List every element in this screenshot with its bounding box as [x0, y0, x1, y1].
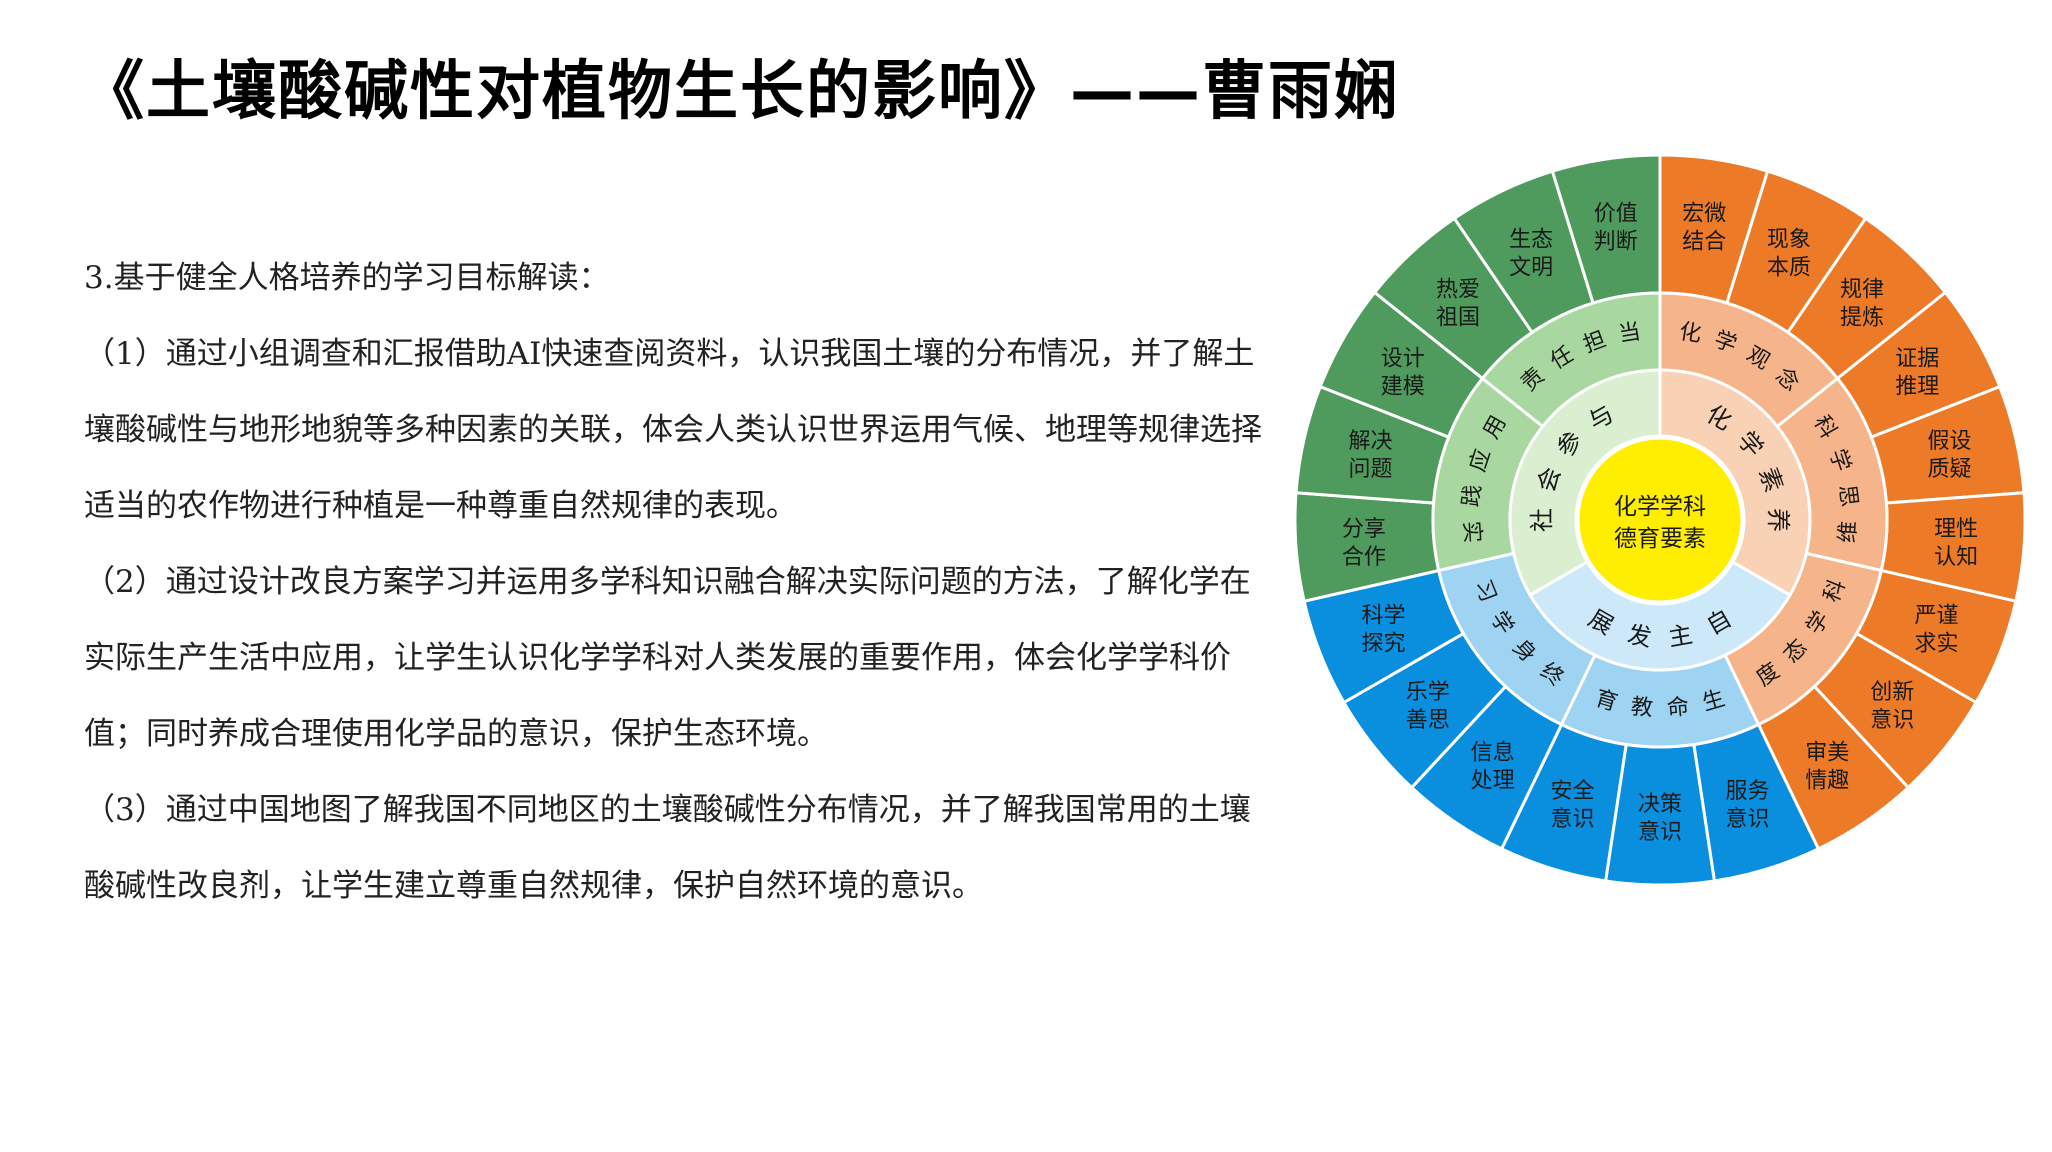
- center-circle: [1576, 436, 1744, 604]
- outer-segment-label: 建模: [1381, 375, 1425, 400]
- outer-segment-label: 提炼: [1840, 305, 1884, 330]
- outer-segment-label: 处理: [1471, 768, 1515, 793]
- outer-segment-label: 热爱: [1436, 277, 1480, 302]
- middle-segment-char: 教: [1630, 695, 1654, 722]
- outer-segment-label: 意识: [1638, 820, 1682, 845]
- objective-item-3: （3）通过中国地图了解我国不同地区的土壤酸碱性分布情况，并了解我国常用的土壤酸碱…: [84, 792, 1251, 904]
- outer-segment-label: 决策: [1638, 792, 1682, 817]
- objective-item-2: （2）通过设计改良方案学习并运用多学科知识融合解决实际问题的方法，了解化学在实际…: [84, 564, 1251, 752]
- outer-segment-label: 安全: [1550, 779, 1594, 804]
- learning-objectives: 3.基于健全人格培养的学习目标解读： （1）通过小组调查和汇报借助AI快速查阅资…: [84, 240, 1274, 924]
- middle-segment-char: 当: [1617, 319, 1643, 347]
- outer-segment-label: 探究: [1362, 632, 1406, 657]
- outer-segment-label: 善思: [1406, 708, 1450, 733]
- outer-segment-label: 创新: [1870, 680, 1914, 705]
- outer-segment-label: 生态: [1509, 227, 1553, 252]
- outer-segment-label: 服务: [1726, 779, 1770, 804]
- middle-segment-char: 思: [1834, 483, 1862, 508]
- outer-segment-label: 解决: [1348, 429, 1392, 454]
- outer-segment-label: 本质: [1767, 255, 1811, 280]
- outer-segment-label: 规律: [1840, 277, 1884, 302]
- outer-segment-label: 严谨: [1914, 604, 1958, 629]
- outer-segment-label: 意识: [1550, 807, 1594, 832]
- inner-segment-char: 养: [1764, 508, 1792, 532]
- slide-title: 《土壤酸碱性对植物生长的影响》——曹雨娴: [80, 55, 1400, 129]
- outer-segment-label: 设计: [1381, 347, 1425, 372]
- middle-segment-char: 维: [1835, 520, 1861, 544]
- outer-segment-label: 祖国: [1436, 305, 1480, 330]
- outer-segment-label: 认知: [1934, 545, 1978, 570]
- outer-segment-label: 假设: [1928, 429, 1972, 454]
- outer-segment-label: 结合: [1682, 229, 1726, 254]
- outer-segment-label: 质疑: [1928, 457, 1972, 482]
- outer-segment-label: 合作: [1342, 545, 1386, 570]
- inner-segment: [1658, 368, 1812, 598]
- outer-segment-label: 分享: [1342, 517, 1386, 542]
- outer-segment-label: 现象: [1767, 227, 1811, 252]
- outer-segment-label: 推理: [1895, 375, 1939, 400]
- middle-segment-char: 实: [1458, 520, 1484, 544]
- outer-segment-label: 求实: [1914, 632, 1958, 657]
- inner-segment-char: 社: [1528, 508, 1556, 532]
- center-label: 化学学科: [1614, 494, 1706, 520]
- outer-segment-label: 意识: [1726, 807, 1770, 832]
- outer-segment-label: 理性: [1934, 517, 1978, 542]
- moral-education-wheel: 宏微结合现象本质规律提炼证据推理假设质疑理性认知严谨求实创新意识审美情趣服务意识…: [1293, 153, 2027, 887]
- outer-segment-label: 价值: [1594, 201, 1638, 226]
- inner-segment: [1508, 368, 1662, 598]
- inner-segment-char: 发: [1625, 620, 1653, 652]
- center-label: 德育要素: [1614, 526, 1706, 552]
- inner-segment: [1528, 559, 1792, 672]
- outer-segment-label: 乐学: [1406, 680, 1450, 705]
- outer-segment-label: 文明: [1509, 255, 1553, 280]
- objective-item-1: （1）通过小组调查和汇报借助AI快速查阅资料，认识我国土壤的分布情况，并了解土壤…: [84, 336, 1262, 524]
- outer-segment-label: 信息: [1471, 740, 1515, 765]
- objectives-heading: 3.基于健全人格培养的学习目标解读：: [84, 260, 610, 296]
- outer-segment-label: 意识: [1870, 708, 1914, 733]
- outer-segment-label: 科学: [1362, 604, 1406, 629]
- middle-segment-char: 践: [1459, 483, 1487, 508]
- outer-segment-label: 审美: [1805, 740, 1849, 765]
- middle-segment-char: 化: [1677, 319, 1703, 347]
- middle-segment-char: 命: [1666, 695, 1690, 722]
- outer-segment-label: 宏微: [1682, 201, 1726, 226]
- outer-segment-label: 判断: [1594, 229, 1638, 254]
- outer-segment-label: 证据: [1895, 347, 1939, 372]
- inner-segment-char: 主: [1666, 620, 1694, 652]
- outer-segment-label: 问题: [1348, 457, 1392, 482]
- outer-segment-label: 情趣: [1805, 768, 1849, 793]
